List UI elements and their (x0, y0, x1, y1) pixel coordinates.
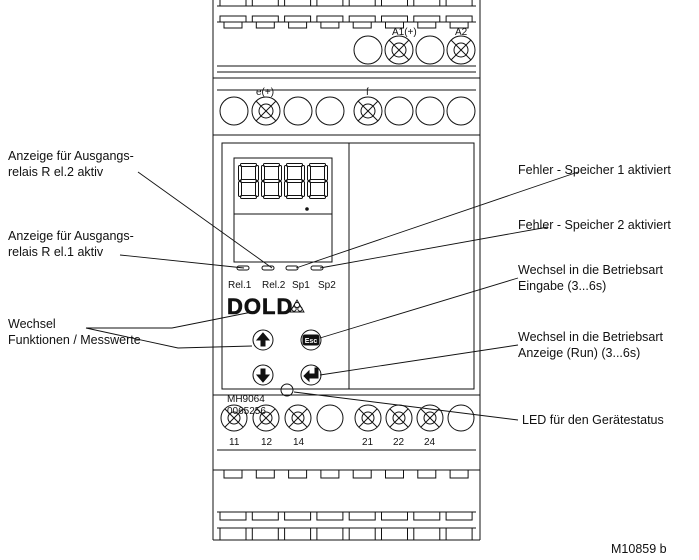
terminal-12-label: 12 (261, 437, 273, 448)
rail-clip (219, 470, 247, 540)
indicator-led (285, 265, 299, 271)
leader-lines (85, 171, 579, 421)
label-rel1: Rel.1 (228, 280, 252, 291)
digit (284, 163, 305, 199)
anno-rel1-line1: Anzeige für Ausgangs- (8, 229, 134, 243)
anno-enter-line2: Anzeige (Run) (3...6s) (518, 346, 640, 360)
bottom-terminal-labels: 11 12 14 21 22 24 (229, 437, 436, 448)
down-button[interactable] (252, 364, 274, 386)
label-sp2: Sp2 (318, 280, 336, 291)
screw-row-second (212, 78, 481, 136)
anno-led: LED für den Gerätestatus (522, 413, 664, 427)
label-sp1: Sp1 (292, 280, 310, 291)
rail-clip (381, 470, 408, 540)
anno-esc-line1: Wechsel in die Betriebsart (518, 263, 664, 277)
indicator-led (261, 265, 275, 271)
rail-clip (413, 0, 441, 29)
esc-button[interactable]: Esc (300, 329, 322, 351)
bottom-rail (212, 470, 481, 541)
rail-clip (348, 470, 376, 540)
rail-clip (381, 0, 408, 29)
terminal-f-label: f (366, 87, 369, 98)
terminal-e-label: e(+) (256, 87, 274, 98)
digit (307, 163, 328, 199)
status-led (280, 383, 294, 397)
terminal-14-label: 14 (293, 437, 305, 448)
up-button[interactable] (252, 329, 274, 351)
screw-row-bottom (212, 394, 481, 471)
anno-sp1: Fehler - Speicher 1 aktiviert (518, 163, 671, 177)
rail-clip (316, 0, 344, 29)
model-label: MH9064 (227, 394, 265, 405)
top-rail (212, 0, 481, 79)
led-labels: Rel.1 Rel.2 Sp1 Sp2 (228, 280, 336, 291)
cert-mark-icon (289, 299, 305, 313)
rail-clip (251, 470, 279, 540)
anno-rel2-line1: Anzeige für Ausgangs- (8, 149, 134, 163)
anno-wechsel-line1: Wechsel (8, 317, 56, 331)
terminal-a2-label: A2 (455, 27, 468, 38)
rail-clip (445, 470, 473, 540)
anno-rel1-line2: relais R el.1 aktiv (8, 245, 104, 259)
front-panel (212, 135, 481, 395)
terminal-22-label: 22 (393, 437, 405, 448)
svg-text:Esc: Esc (305, 338, 318, 345)
anno-esc-line2: Eingabe (3...6s) (518, 279, 606, 293)
digit (261, 163, 282, 199)
dold-logo: DOLD (227, 294, 293, 319)
serial-label: 0065256 (227, 406, 266, 417)
rail-clip (251, 0, 279, 29)
rail-clip (284, 0, 312, 29)
rail-clip (219, 0, 247, 29)
indicator-led (236, 265, 250, 271)
anno-wechsel-line2: Funktionen / Messwerte (8, 333, 141, 347)
terminal-24-label: 24 (424, 437, 436, 448)
enter-button[interactable] (300, 364, 322, 386)
rail-clip (284, 470, 312, 540)
rail-clip (348, 0, 376, 29)
digit (238, 163, 259, 199)
terminal-11-label: 11 (229, 437, 240, 448)
rail-clip (413, 470, 441, 540)
label-rel2: Rel.2 (262, 280, 286, 291)
terminal-a1-label: A1(+) (392, 27, 417, 38)
rail-clip (445, 0, 473, 29)
indicator-led (310, 265, 324, 271)
terminal-21-label: 21 (362, 437, 374, 448)
anno-enter-line1: Wechsel in die Betriebsart (518, 330, 664, 344)
rail-clip (316, 470, 344, 540)
figure-id: M10859 b (611, 542, 667, 556)
seven-segment-display (233, 157, 333, 271)
anno-rel2-line2: relais R el.2 aktiv (8, 165, 104, 179)
anno-sp2: Fehler - Speicher 2 aktiviert (518, 218, 671, 232)
screw-row-top (353, 35, 476, 65)
